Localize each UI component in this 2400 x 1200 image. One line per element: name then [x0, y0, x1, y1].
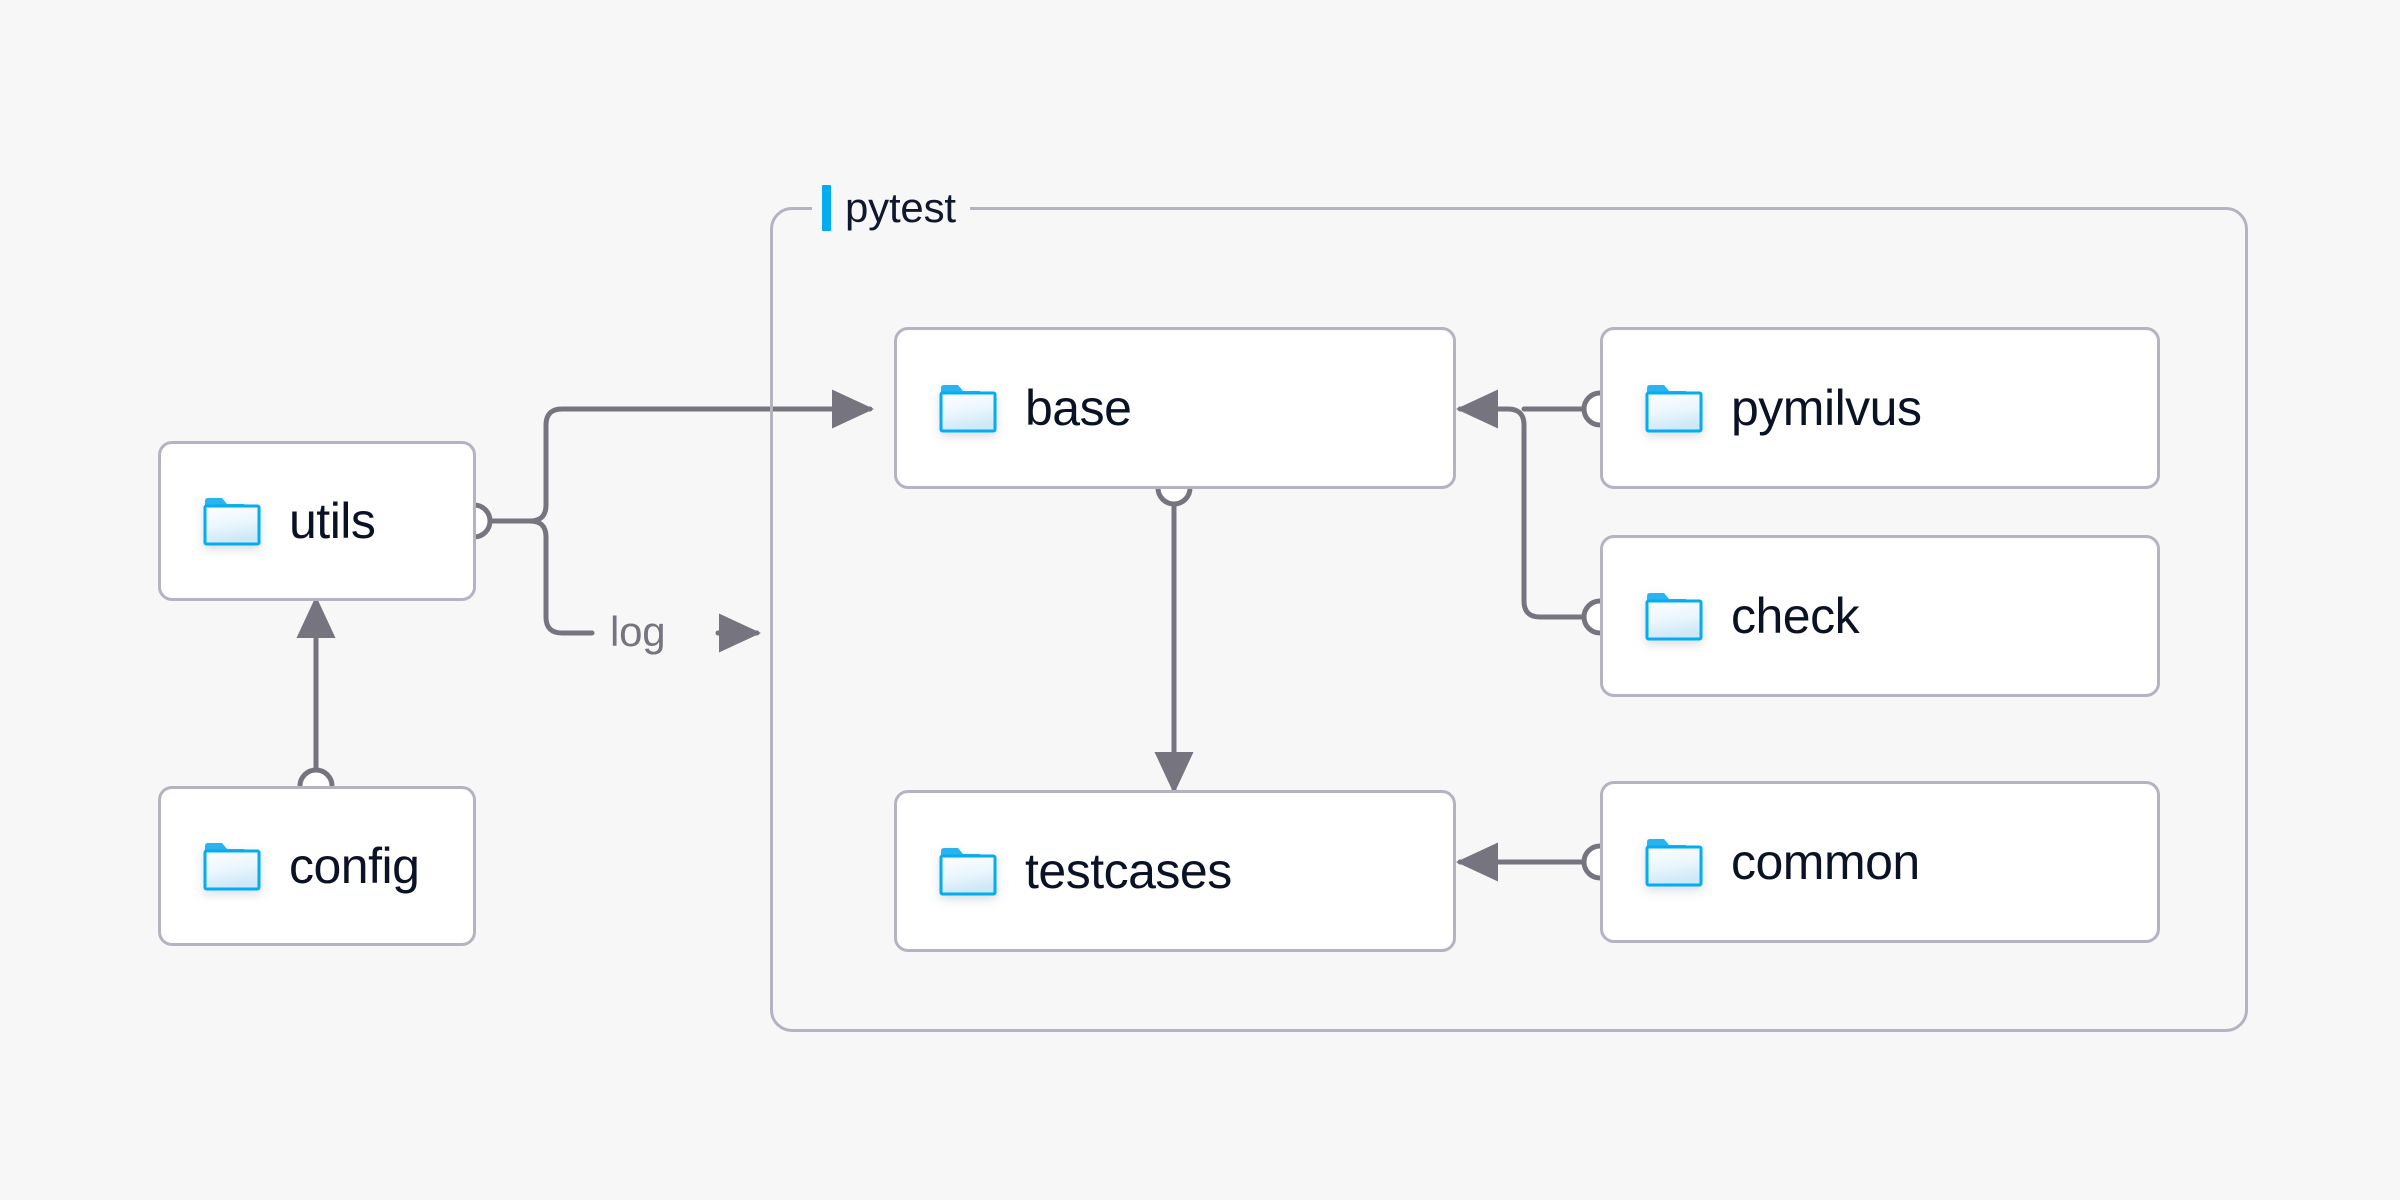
node-base[interactable]: base [894, 327, 1456, 489]
group-label-pytest: pytest [812, 180, 970, 236]
group-container-pytest [770, 207, 2248, 1032]
folder-icon [203, 496, 261, 546]
folder-icon [939, 383, 997, 433]
edge-label-log: log [600, 608, 676, 656]
node-label-check: check [1731, 588, 1860, 644]
node-label-config: config [289, 838, 420, 894]
node-testcases[interactable]: testcases [894, 790, 1456, 952]
node-utils[interactable]: utils [158, 441, 476, 601]
edge-utils-to-log [527, 518, 595, 636]
edge-label-log-text: log [610, 608, 666, 655]
node-common[interactable]: common [1600, 781, 2160, 943]
folder-icon [1645, 837, 1703, 887]
folder-icon [203, 841, 261, 891]
node-label-common: common [1731, 834, 1920, 890]
group-accent-bar [822, 185, 831, 231]
folder-icon [1645, 383, 1703, 433]
node-label-utils: utils [289, 493, 376, 549]
node-label-base: base [1025, 380, 1132, 436]
node-config[interactable]: config [158, 786, 476, 946]
folder-icon [1645, 591, 1703, 641]
node-label-pymilvus: pymilvus [1731, 380, 1922, 436]
node-check[interactable]: check [1600, 535, 2160, 697]
folder-icon [939, 846, 997, 896]
group-label-text: pytest [845, 184, 956, 231]
node-label-testcases: testcases [1025, 843, 1232, 899]
node-pymilvus[interactable]: pymilvus [1600, 327, 2160, 489]
